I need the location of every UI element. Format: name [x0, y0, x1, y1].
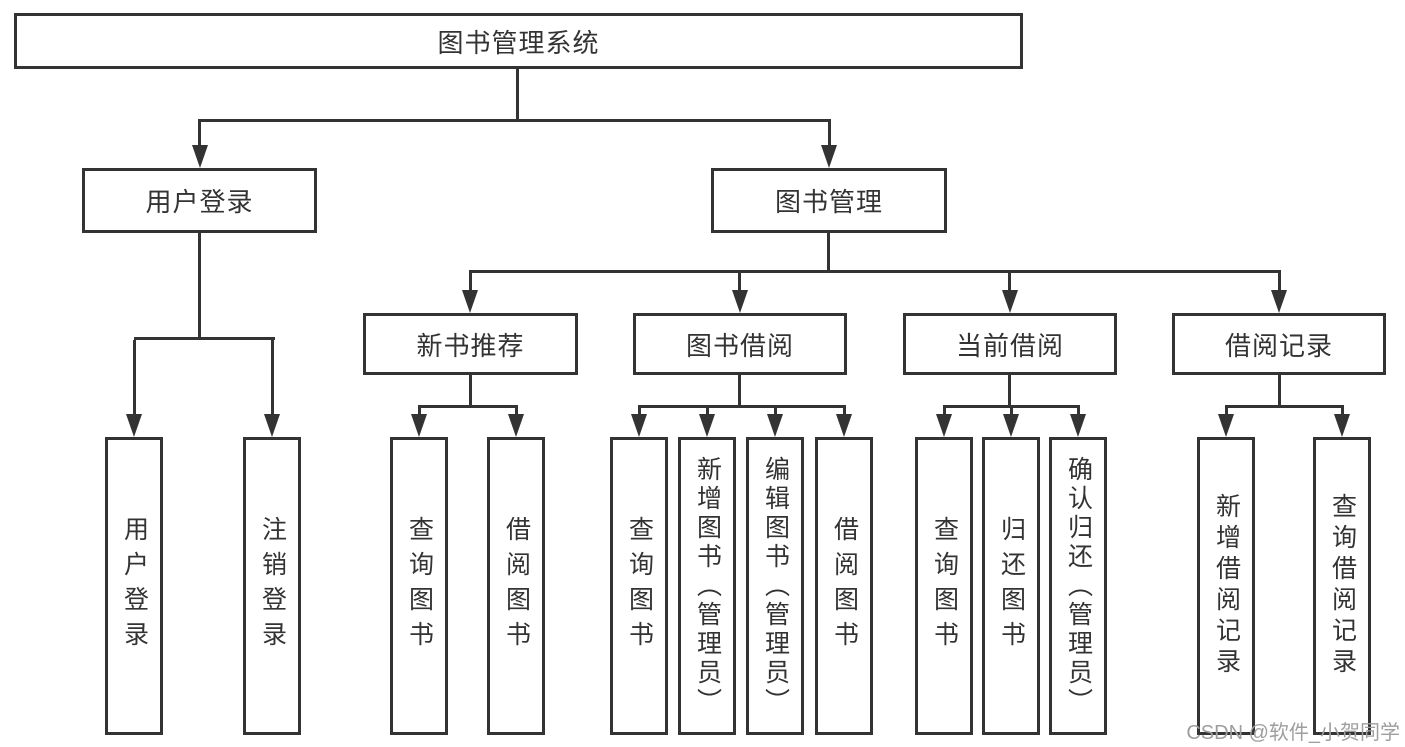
connector-line: [1278, 375, 1281, 406]
leaf-confirm-return-admin-label: 确认归还（管理员）: [1064, 455, 1093, 717]
connector-line: [774, 408, 777, 415]
connector-line: [827, 233, 830, 271]
node-book-borrowing: 图书借阅: [633, 313, 847, 375]
leaf-query-books-current: 查询图书: [915, 437, 973, 735]
connector-line: [1008, 375, 1011, 406]
arrow-down-icon: [631, 414, 647, 437]
connector-line: [133, 340, 136, 414]
connector-line: [1008, 273, 1011, 291]
leaf-logout-label: 注销登录: [258, 516, 287, 656]
node-borrow-records: 借阅记录: [1172, 313, 1386, 375]
arrow-down-icon: [836, 414, 852, 437]
leaf-query-books-borrowing: 查询图书: [610, 437, 668, 735]
connector-line: [134, 337, 275, 340]
leaf-query-books-recommend-label: 查询图书: [405, 516, 434, 656]
leaf-return-books-label: 归还图书: [997, 516, 1026, 656]
arrow-down-icon: [192, 145, 208, 168]
leaf-logout: 注销登录: [243, 437, 301, 735]
connector-line: [1225, 405, 1344, 408]
node-current-borrowing: 当前借阅: [903, 313, 1117, 375]
node-new-book-recommend-label: 新书推荐: [416, 330, 525, 361]
connector-line: [198, 119, 831, 122]
connector-line: [638, 405, 846, 408]
connector-line: [418, 405, 518, 408]
watermark-text: CSDN @软件_小贺同学: [1186, 722, 1400, 744]
connector-line: [198, 233, 201, 338]
leaf-query-borrow-record-label: 查询借阅记录: [1328, 493, 1357, 679]
node-book-borrowing-label: 图书借阅: [685, 330, 794, 361]
leaf-add-borrow-record: 新增借阅记录: [1197, 437, 1255, 735]
arrow-down-icon: [126, 414, 142, 437]
connector-line: [1010, 408, 1013, 415]
leaf-borrow-books: 借阅图书: [815, 437, 873, 735]
arrow-down-icon: [1334, 414, 1350, 437]
node-root-label: 图书管理系统: [437, 27, 600, 58]
node-user-login: 用户登录: [82, 168, 317, 233]
arrow-down-icon: [1070, 414, 1086, 437]
connector-line: [1278, 273, 1281, 291]
connector-line: [1077, 408, 1080, 415]
arrow-down-icon: [1218, 414, 1234, 437]
leaf-edit-books-admin-label: 编辑图书（管理员）: [761, 455, 790, 717]
node-root: 图书管理系统: [14, 13, 1023, 69]
leaf-borrow-books-recommend: 借阅图书: [487, 437, 545, 735]
leaf-borrow-books-label: 借阅图书: [830, 516, 859, 656]
leaf-user-login: 用户登录: [105, 437, 163, 735]
connector-line: [1225, 408, 1228, 415]
connector-line: [271, 340, 274, 414]
arrow-down-icon: [699, 414, 715, 437]
connector-line: [738, 273, 741, 291]
connector-line: [843, 408, 846, 415]
connector-line: [706, 408, 709, 415]
connector-line: [1341, 408, 1344, 415]
leaf-borrow-books-recommend-label: 借阅图书: [502, 516, 531, 656]
node-new-book-recommend: 新书推荐: [363, 313, 578, 375]
leaf-query-books-borrowing-label: 查询图书: [625, 516, 654, 656]
connector-line: [828, 122, 831, 146]
node-book-management-label: 图书管理: [774, 187, 883, 217]
arrow-down-icon: [264, 414, 280, 437]
node-book-management: 图书管理: [711, 168, 947, 233]
connector-line: [418, 408, 421, 415]
leaf-user-login-label: 用户登录: [120, 516, 149, 656]
node-current-borrowing-label: 当前借阅: [955, 330, 1064, 361]
arrow-down-icon: [936, 414, 952, 437]
leaf-confirm-return-admin: 确认归还（管理员）: [1049, 437, 1107, 735]
leaf-return-books: 归还图书: [982, 437, 1040, 735]
leaf-add-borrow-record-label: 新增借阅记录: [1212, 493, 1241, 679]
leaf-add-books-admin-label: 新增图书（管理员）: [693, 455, 722, 717]
connector-line: [738, 375, 741, 406]
node-borrow-records-label: 借阅记录: [1224, 330, 1333, 361]
arrow-down-icon: [1002, 290, 1018, 313]
connector-line: [943, 405, 1080, 408]
arrow-down-icon: [1003, 414, 1019, 437]
arrow-down-icon: [508, 414, 524, 437]
connector-line: [638, 408, 641, 415]
leaf-query-books-recommend: 查询图书: [390, 437, 448, 735]
leaf-query-books-current-label: 查询图书: [930, 516, 959, 656]
leaf-query-borrow-record: 查询借阅记录: [1313, 437, 1371, 735]
arrow-down-icon: [411, 414, 427, 437]
arrow-down-icon: [462, 290, 478, 313]
arrow-down-icon: [821, 145, 837, 168]
connector-line: [943, 408, 946, 415]
node-user-login-label: 用户登录: [145, 187, 254, 217]
leaf-add-books-admin: 新增图书（管理员）: [678, 437, 736, 735]
arrow-down-icon: [767, 414, 783, 437]
connector-line: [198, 122, 201, 146]
connector-line: [469, 270, 1281, 273]
connector-line: [469, 273, 472, 291]
connector-line: [516, 69, 519, 121]
arrow-down-icon: [732, 290, 748, 313]
leaf-edit-books-admin: 编辑图书（管理员）: [746, 437, 804, 735]
arrow-down-icon: [1271, 290, 1287, 313]
connector-line: [515, 408, 518, 415]
connector-line: [469, 375, 472, 406]
